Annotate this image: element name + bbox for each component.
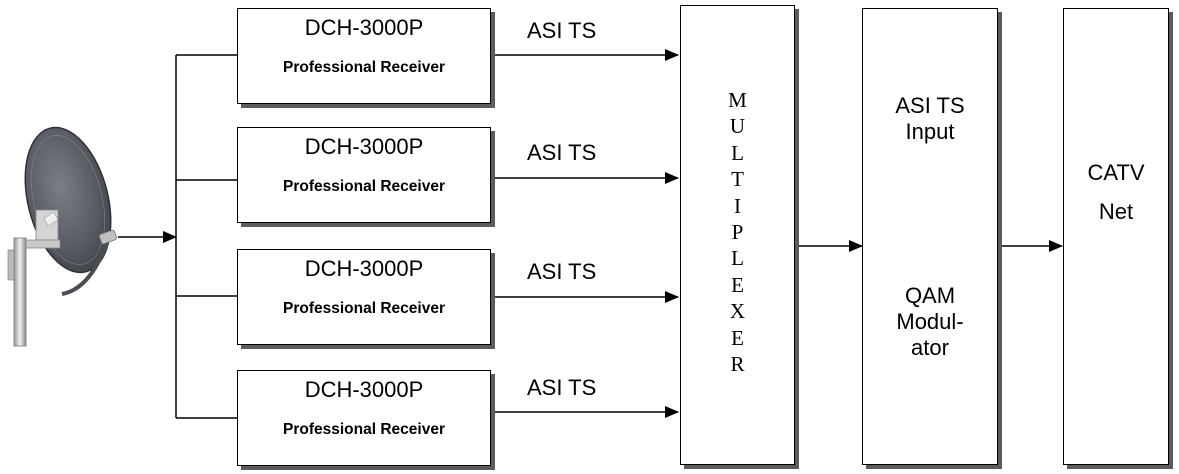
catv-title-line1: CATV: [1087, 160, 1145, 185]
receiver-box-3: DCH-3000P Professional Receiver: [237, 249, 491, 345]
modulator-title-line1: QAM: [904, 283, 956, 308]
catv-net-box: CATV Net: [1063, 8, 1169, 465]
receiver-model: DCH-3000P: [304, 256, 424, 281]
multiplexer-letter: E: [731, 272, 744, 297]
modulator-input-line1: ASI TS: [895, 93, 965, 118]
modulator-input-line2: Input: [905, 119, 955, 144]
receiver-subtitle: Professional Receiver: [283, 421, 445, 438]
modulator-title-line2: Modul-: [896, 309, 964, 334]
multiplexer-letter: P: [731, 220, 744, 244]
qam-modulator-box: ASI TS Input QAM Modul- ator: [862, 8, 998, 465]
receiver-subtitle: Professional Receiver: [283, 300, 445, 317]
satellite-dish-icon: [7, 126, 118, 347]
asi-ts-label-4: ASI TS: [527, 375, 597, 400]
multiplexer-letter: I: [734, 193, 741, 218]
asi-ts-label-1: ASI TS: [527, 18, 597, 43]
multiplexer-letter: E: [731, 325, 744, 350]
modulator-title-line3: ator: [911, 335, 949, 360]
multiplexer-letter: X: [729, 299, 746, 324]
multiplexer-letter: L: [731, 140, 744, 165]
multiplexer-letter: T: [731, 167, 744, 192]
receiver-subtitle: Professional Receiver: [283, 178, 445, 195]
receiver-box-1: DCH-3000P Professional Receiver: [237, 8, 491, 104]
asi-ts-label-2: ASI TS: [527, 140, 597, 165]
multiplexer-letter: M: [728, 88, 747, 112]
asi-ts-label-3: ASI TS: [527, 259, 597, 284]
receiver-model: DCH-3000P: [304, 134, 424, 159]
receiver-box-4: DCH-3000P Professional Receiver: [237, 370, 491, 466]
multiplexer-letter: L: [731, 246, 744, 271]
receiver-model: DCH-3000P: [304, 377, 424, 402]
receiver-subtitle: Professional Receiver: [283, 59, 445, 76]
multiplexer-letter: R: [730, 352, 745, 376]
receiver-model: DCH-3000P: [304, 15, 424, 40]
receiver-box-2: DCH-3000P Professional Receiver: [237, 127, 491, 223]
catv-title-line2: Net: [1098, 199, 1134, 224]
multiplexer-letter: U: [729, 114, 746, 139]
